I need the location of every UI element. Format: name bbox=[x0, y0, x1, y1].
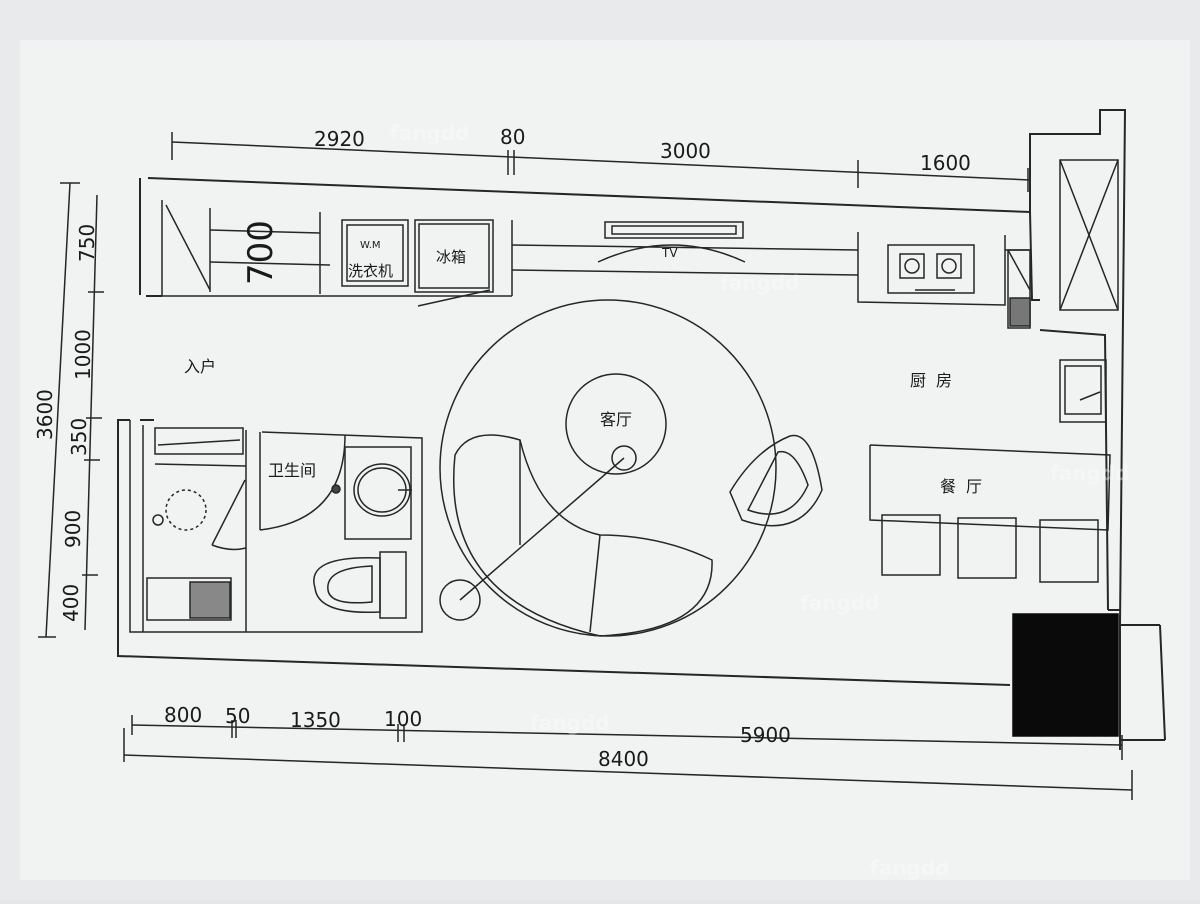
coffee-table bbox=[565, 373, 667, 475]
kitchen-cabinet-diagonal bbox=[1007, 249, 1031, 291]
bath-shelf-line bbox=[157, 439, 241, 446]
tv-view-arc bbox=[597, 244, 746, 263]
washing-machine bbox=[341, 219, 409, 287]
dim-left-1000: 1000 bbox=[71, 329, 95, 380]
bathroom-door-arc bbox=[259, 434, 346, 531]
balcony-cross-2 bbox=[1059, 159, 1119, 311]
dim-wardrobe-700: 700 bbox=[241, 220, 281, 285]
watermarks: fangdd fangdd fangdd fangdd fangdd fangd… bbox=[390, 121, 1129, 880]
counter-line-lower bbox=[511, 269, 859, 276]
left-dimension-line bbox=[38, 182, 104, 638]
washer-label: 洗衣机 bbox=[348, 262, 393, 280]
watermark: fangdd bbox=[720, 271, 799, 295]
dim-top-3000: 3000 bbox=[660, 139, 711, 163]
kitchen-sink bbox=[1059, 359, 1107, 423]
bath-cabinet-hatch bbox=[189, 581, 231, 619]
armchair bbox=[729, 434, 823, 527]
stove-burner-right-ring bbox=[941, 258, 957, 274]
dim-bottom-5900: 5900 bbox=[740, 723, 791, 747]
top-dimension-line bbox=[171, 132, 1031, 192]
bar-stool bbox=[881, 514, 941, 576]
armchair-seat bbox=[746, 450, 809, 515]
washer-code: W.M bbox=[360, 240, 381, 251]
tv-screen bbox=[611, 225, 737, 235]
bath-shelf bbox=[154, 427, 244, 455]
dim-top-2920: 2920 bbox=[314, 127, 365, 151]
bottom-dimension-line bbox=[123, 715, 1133, 800]
entrance-cabinet bbox=[161, 200, 512, 297]
refrigerator bbox=[414, 219, 494, 293]
watermark: fangdd bbox=[870, 856, 949, 880]
fixture-labels: W.M 洗衣机 冰箱 TV bbox=[348, 240, 678, 280]
room-label-entrance: 入户 bbox=[184, 357, 216, 376]
bathroom-walls bbox=[129, 420, 423, 633]
structural-column bbox=[1012, 613, 1119, 737]
refrigerator-inner bbox=[418, 223, 490, 289]
bottom-dimensions: 800 50 1350 100 5900 8400 bbox=[164, 703, 791, 771]
balcony-unit bbox=[1059, 159, 1119, 311]
dim-bottom-100: 100 bbox=[384, 707, 422, 731]
tv-label: TV bbox=[661, 246, 678, 260]
room-label-living: 客厅 bbox=[600, 410, 632, 429]
kitchen-hatched-block bbox=[1009, 297, 1031, 327]
washbasin-counter bbox=[344, 446, 412, 540]
stove-burner-left bbox=[899, 253, 925, 279]
fridge-label: 冰箱 bbox=[436, 248, 466, 266]
fridge-door-swing bbox=[417, 289, 491, 307]
shower-head-icon bbox=[152, 514, 164, 526]
dim-bottom-800: 800 bbox=[164, 703, 202, 727]
toilet-bowl bbox=[313, 557, 381, 614]
dining-bar bbox=[869, 444, 1111, 531]
shower-spray bbox=[165, 489, 207, 531]
bath-cabinet bbox=[146, 577, 232, 621]
dim-left-750: 750 bbox=[75, 224, 99, 262]
dim-left-400: 400 bbox=[59, 584, 83, 622]
dim-bottom-1350: 1350 bbox=[290, 708, 341, 732]
dim-left-3600: 3600 bbox=[33, 389, 57, 440]
top-dimensions: 2920 80 3000 1600 bbox=[314, 125, 971, 175]
dim-bottom-8400: 8400 bbox=[598, 747, 649, 771]
shower-door-arc bbox=[211, 544, 247, 551]
shower-partition bbox=[154, 463, 247, 467]
floor-lamp-base bbox=[611, 445, 637, 471]
dim-left-900: 900 bbox=[61, 510, 85, 548]
floor-lamp-shade bbox=[439, 579, 481, 621]
room-labels: 入户 卫生间 客厅 厨房 餐厅 bbox=[184, 357, 992, 496]
dim-bottom-50: 50 bbox=[225, 704, 250, 728]
tv-unit bbox=[604, 221, 744, 239]
stove-burner-left-ring bbox=[904, 258, 920, 274]
left-dimensions: 3600 750 1000 350 900 400 700 bbox=[33, 220, 281, 622]
shower-door bbox=[211, 479, 246, 546]
paper-sheet bbox=[20, 40, 1190, 880]
watermark: fangdd bbox=[800, 591, 879, 615]
room-label-dining: 餐厅 bbox=[940, 477, 992, 496]
bar-stool bbox=[957, 517, 1017, 579]
kitchen-sink-basin bbox=[1064, 365, 1102, 415]
stove-burner-right bbox=[936, 253, 962, 279]
washing-machine-inner bbox=[346, 224, 404, 282]
sofa-seam bbox=[589, 534, 601, 633]
bar-stool bbox=[1039, 519, 1099, 583]
toilet-seat bbox=[327, 565, 373, 604]
room-label-bathroom: 卫生间 bbox=[268, 461, 316, 480]
watermark: fangdd bbox=[390, 121, 469, 145]
watermark: fangdd bbox=[1050, 461, 1129, 485]
dim-top-1600: 1600 bbox=[920, 151, 971, 175]
counter-line-upper bbox=[511, 244, 859, 251]
outer-walls bbox=[117, 109, 1166, 750]
gas-stove bbox=[887, 244, 975, 294]
watermark: fangdd bbox=[530, 711, 609, 735]
dim-left-350: 350 bbox=[67, 418, 91, 456]
sink-faucet bbox=[1079, 391, 1101, 401]
dim-top-80: 80 bbox=[500, 125, 525, 149]
room-label-kitchen: 厨房 bbox=[910, 371, 962, 390]
floor-drain bbox=[331, 484, 341, 494]
